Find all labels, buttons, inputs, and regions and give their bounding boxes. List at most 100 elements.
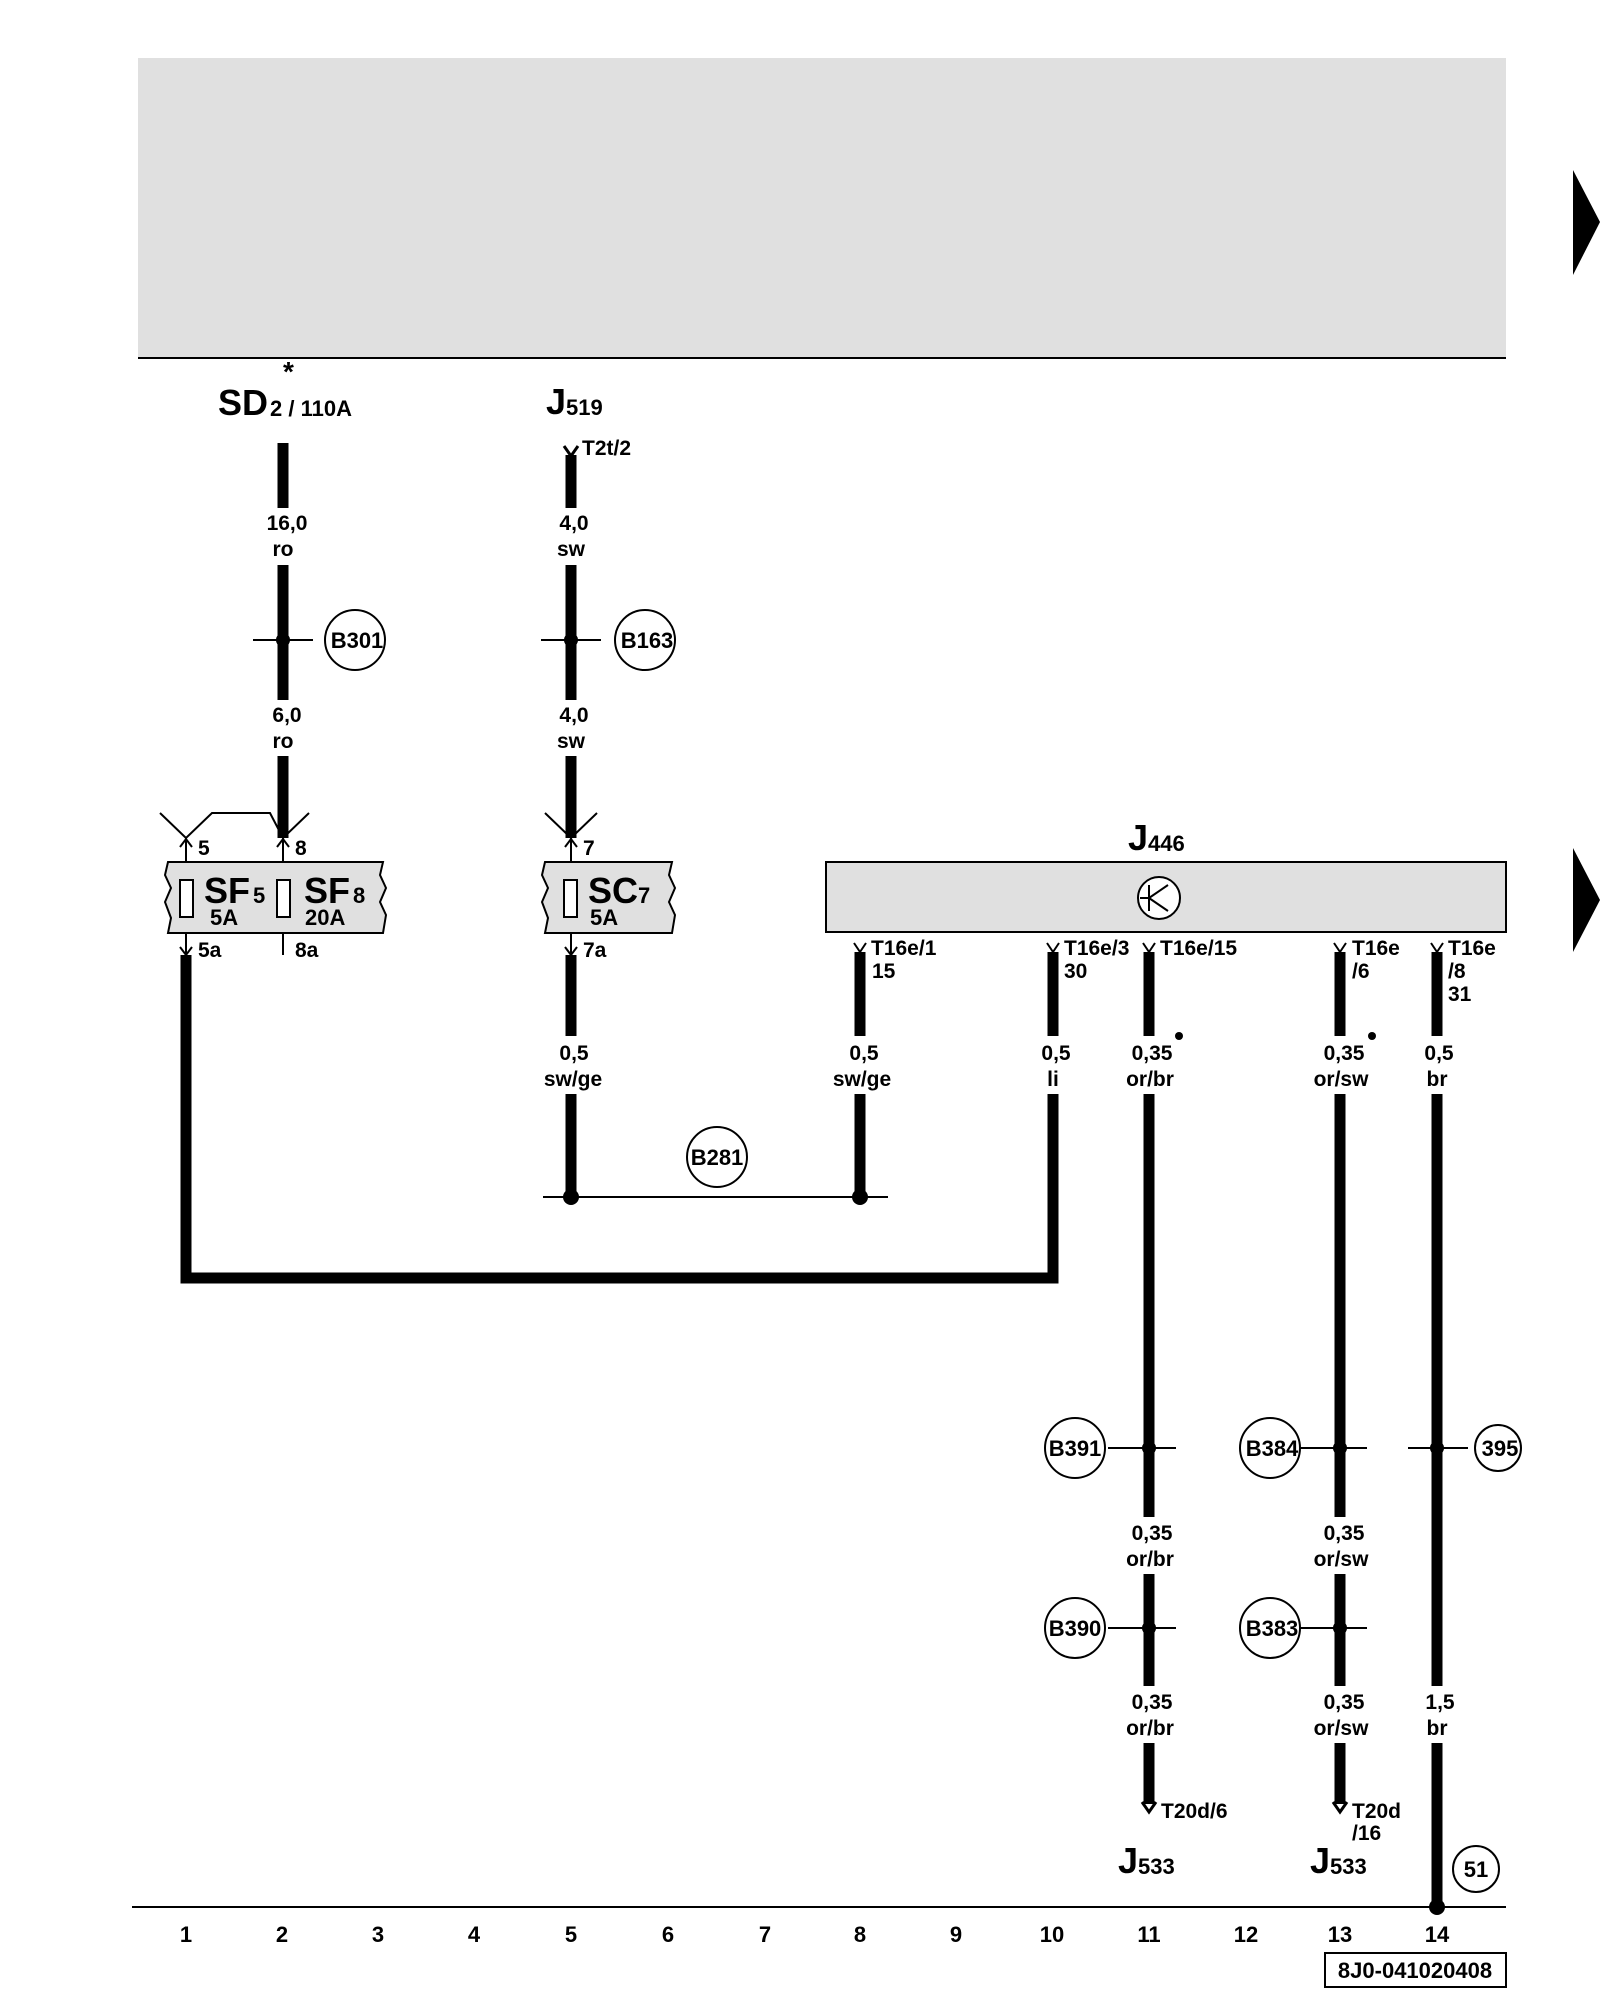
- sd-star: *: [283, 356, 294, 387]
- ground-connection-51-label: 51: [1464, 1857, 1488, 1882]
- column-number: 7: [759, 1922, 771, 1947]
- splice-dot: [563, 1189, 579, 1205]
- j533-sublabel: 533: [1330, 1854, 1367, 1879]
- column-number: 5: [565, 1922, 577, 1947]
- wire-size: 4,0: [559, 512, 588, 535]
- wire-size: 1,5: [1425, 1691, 1455, 1714]
- pin-arrow-icon: [1333, 942, 1347, 954]
- pin-fork-icon: [1331, 1801, 1349, 1815]
- sd-sublabel: 2 / 110A: [270, 396, 352, 421]
- header-band: [138, 58, 1506, 358]
- connection-b391-label: B391: [1049, 1436, 1102, 1461]
- wire-color: or/br: [1126, 1548, 1174, 1571]
- pin-t16e8: T16e: [1448, 937, 1496, 960]
- column-number: 13: [1328, 1922, 1352, 1947]
- wire-size: 0,35: [1324, 1042, 1365, 1065]
- connection-b384[interactable]: [1239, 1417, 1301, 1479]
- wire-size: 0,5: [559, 1042, 589, 1065]
- wire-color: or/br: [1126, 1717, 1174, 1740]
- column-number: 1: [180, 1922, 192, 1947]
- fuse-icon: [563, 879, 578, 918]
- connection-b301[interactable]: [324, 609, 386, 671]
- wire-size: 16,0: [267, 512, 308, 535]
- j533-label: J: [1118, 1840, 1138, 1881]
- column-number: 4: [468, 1922, 481, 1947]
- twisted-pair-dot: [1175, 1032, 1183, 1040]
- j533-sublabel: 533: [1138, 1854, 1175, 1879]
- wire-size: 0,35: [1324, 1691, 1365, 1714]
- transistor-icon-leg: [1148, 884, 1169, 899]
- doc-id: 8J0-041020408: [1338, 1958, 1492, 1983]
- page-continue-arrow-icon[interactable]: [1573, 170, 1600, 275]
- pin-t16e3: T16e/3: [1064, 937, 1129, 960]
- sc7-sublabel: 7: [638, 883, 650, 908]
- pin-arrow-icon: [1142, 942, 1156, 954]
- pin-t20d16: T20d: [1352, 1800, 1401, 1823]
- column-number: 14: [1425, 1922, 1450, 1947]
- pin-t16e6-b: /6: [1352, 960, 1370, 983]
- pin-8: 8: [295, 837, 307, 860]
- column-number: 12: [1234, 1922, 1258, 1947]
- sf5-label: SF: [204, 870, 250, 911]
- pin-arrow-icon: [179, 837, 193, 848]
- connection-b281-label: B281: [691, 1145, 744, 1170]
- column-number: 9: [950, 1922, 962, 1947]
- wire-color: sw/ge: [544, 1068, 602, 1091]
- connection-b383-label: B383: [1246, 1616, 1299, 1641]
- wire-color: or/sw: [1314, 1717, 1370, 1740]
- page-continue-arrow-icon[interactable]: [1573, 848, 1600, 952]
- splice-dot: [1142, 1621, 1156, 1635]
- connector-chevron-icon: [159, 812, 310, 840]
- splice-dot: [1333, 1441, 1347, 1455]
- pin-fork-icon: [1140, 1801, 1158, 1815]
- connection-b391[interactable]: [1044, 1417, 1106, 1479]
- pin-7: 7: [583, 837, 595, 860]
- connection-b390[interactable]: [1044, 1597, 1106, 1659]
- wire-size: 0,35: [1132, 1691, 1173, 1714]
- wire-color: sw: [557, 538, 586, 561]
- wire-color: sw/ge: [833, 1068, 891, 1091]
- sd-label: SD: [218, 382, 268, 423]
- connection-b301-label: B301: [331, 628, 384, 653]
- fuse-box-sf[interactable]: [163, 861, 388, 934]
- sc7-rating: 5A: [590, 905, 618, 930]
- splice-dot: [564, 633, 578, 647]
- pin-t16e8-term: 31: [1448, 983, 1472, 1006]
- pin-t2t2: T2t/2: [582, 437, 631, 460]
- j519-sublabel: 519: [566, 395, 603, 420]
- wire-color: sw: [557, 730, 586, 753]
- doc-id-box: [1324, 1952, 1507, 1988]
- pin-t16e6: T16e: [1352, 937, 1400, 960]
- sf8-label: SF: [304, 870, 350, 911]
- connection-b163[interactable]: [614, 609, 676, 671]
- j533-label: J: [1310, 1840, 1330, 1881]
- ground-connection-51[interactable]: [1452, 1845, 1500, 1893]
- pin-t16e1-term: 15: [872, 960, 896, 983]
- splice-dot: [276, 633, 290, 647]
- column-number: 6: [662, 1922, 674, 1947]
- wire-li-loop[interactable]: [180, 955, 1059, 1284]
- column-number: 2: [276, 1922, 288, 1947]
- connection-b383[interactable]: [1239, 1597, 1301, 1659]
- connection-395-label: 395: [1482, 1436, 1519, 1461]
- wire-color: or/sw: [1314, 1068, 1370, 1091]
- wire-size: 0,35: [1324, 1522, 1365, 1545]
- splice-dot: [852, 1189, 868, 1205]
- sf8-rating: 20A: [305, 905, 345, 930]
- connection-b163-label: B163: [621, 628, 674, 653]
- wire-color: or/sw: [1314, 1548, 1370, 1571]
- connection-b281[interactable]: [686, 1126, 748, 1188]
- pin-t20d6: T20d/6: [1161, 1800, 1228, 1823]
- pin-fork-icon: [562, 445, 580, 459]
- pin-5: 5: [198, 837, 210, 860]
- column-numbers: 1 2 3 4 5 6 7 8 9 10 11 12 13 14: [180, 1922, 1450, 1947]
- wire-size: 0,5: [849, 1042, 879, 1065]
- pin-arrow-icon: [853, 942, 867, 954]
- pin-arrow-icon: [1430, 942, 1444, 954]
- transistor-icon-leg: [1148, 897, 1169, 912]
- wire-size: 0,5: [1041, 1042, 1071, 1065]
- splice-dot: [1333, 1621, 1347, 1635]
- pin-t16e8-b: /8: [1448, 960, 1466, 983]
- connection-395[interactable]: [1474, 1424, 1522, 1472]
